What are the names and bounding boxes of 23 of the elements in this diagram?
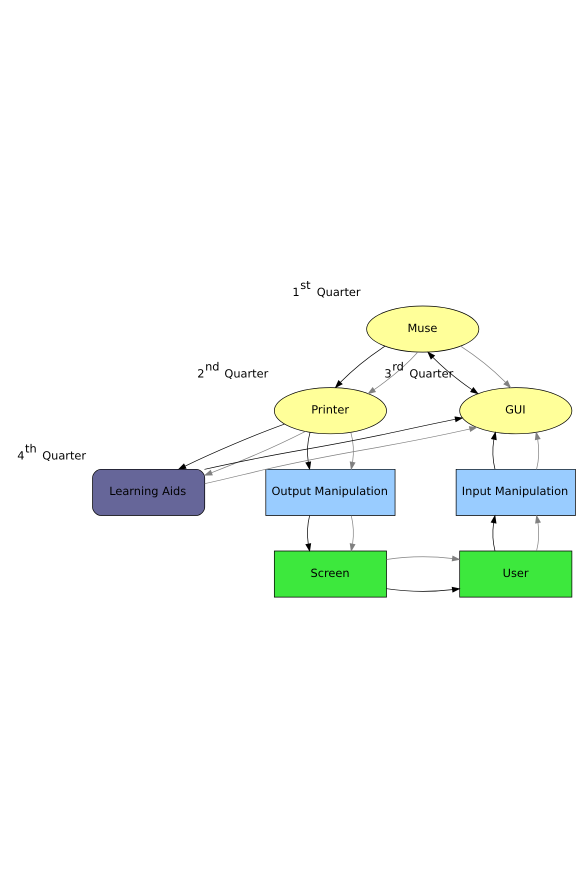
arrow <box>534 430 541 470</box>
node-box: User <box>459 550 572 598</box>
arrow <box>386 586 461 592</box>
arrow <box>350 514 356 552</box>
arrow <box>334 345 386 388</box>
arrow <box>204 430 306 476</box>
arrow <box>204 416 464 470</box>
arrow <box>490 514 496 551</box>
arrow <box>535 514 541 551</box>
node-box: Learning Aids <box>92 468 206 516</box>
node-box: Output Manipulation <box>265 468 396 516</box>
arrow <box>460 345 512 388</box>
arrow <box>204 426 478 484</box>
arrow <box>386 555 461 561</box>
arrow <box>178 423 285 470</box>
arrow <box>350 431 356 470</box>
arrow <box>490 430 497 470</box>
node-box: Screen <box>274 550 387 598</box>
node-ellipse: Muse <box>366 305 480 352</box>
arrow <box>367 351 418 394</box>
arrow <box>305 514 312 552</box>
node-box: Input Manipulation <box>456 468 576 516</box>
arrow <box>305 431 312 470</box>
